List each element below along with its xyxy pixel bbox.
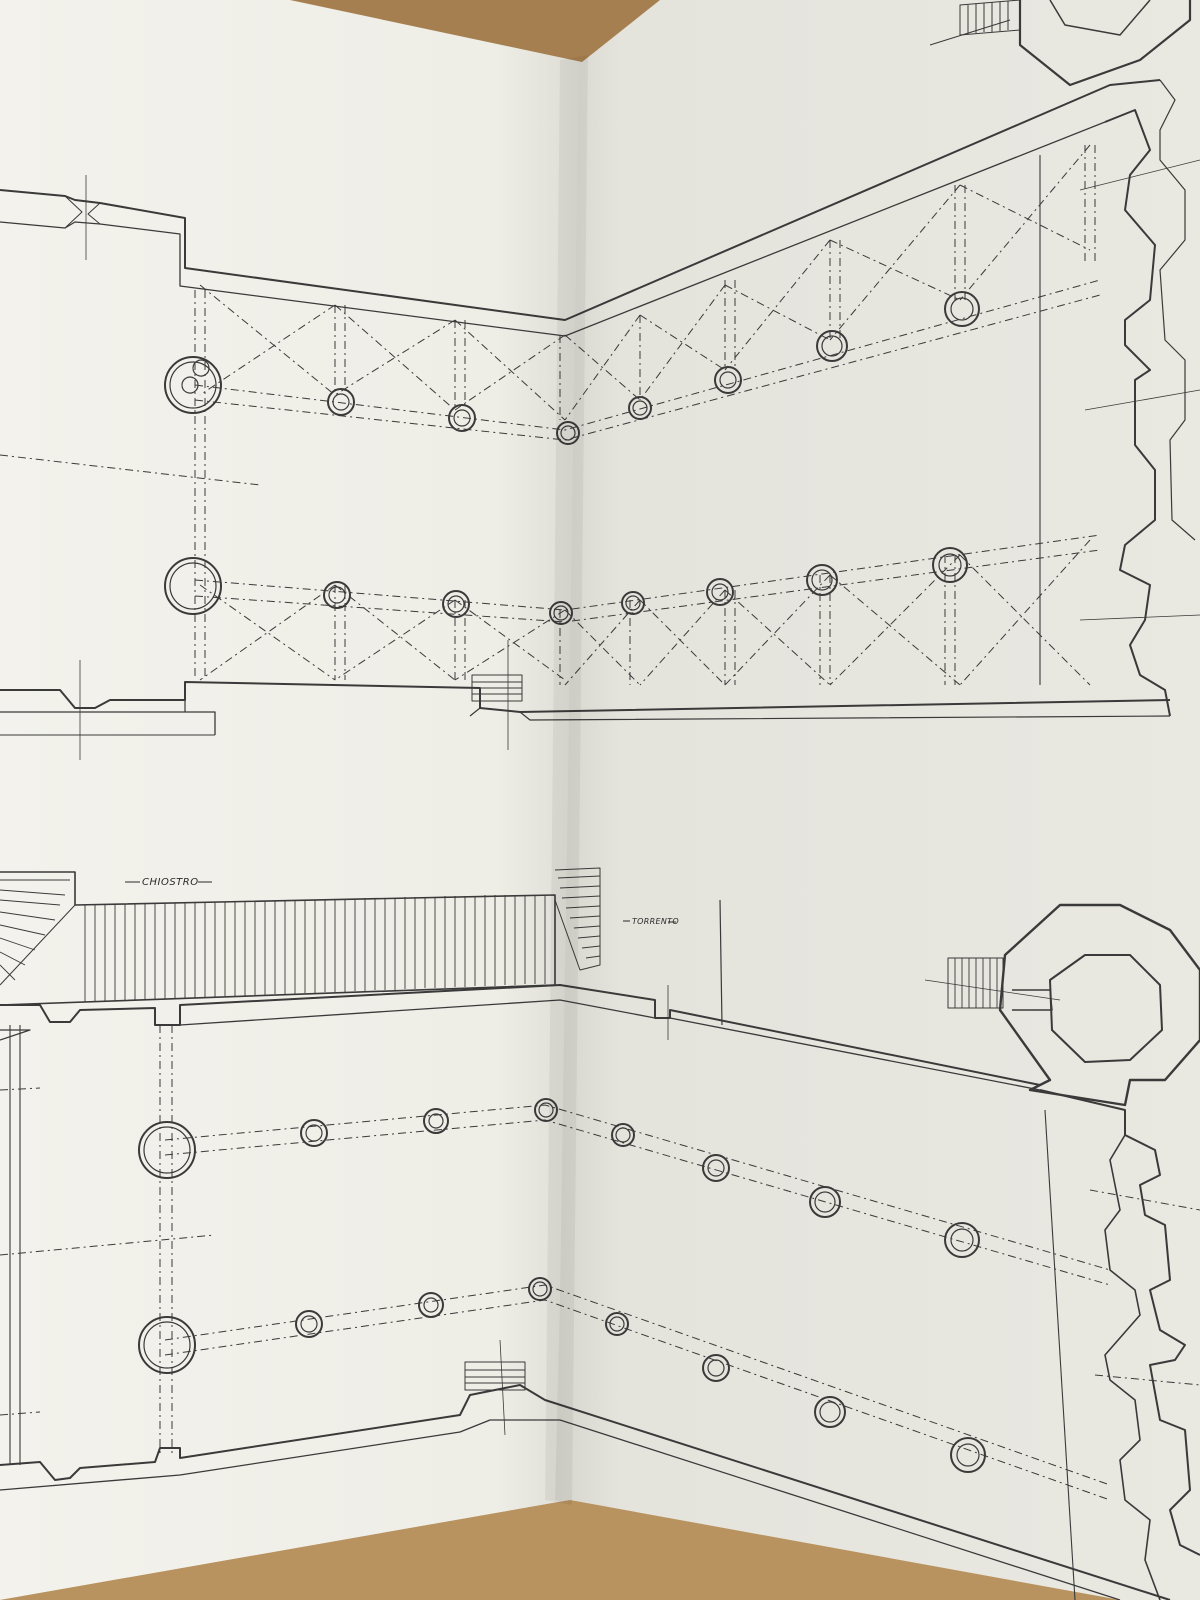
entrance-steps-lower [464,1361,526,1391]
right-page [555,0,1200,1600]
octagon-tower [924,903,1200,1107]
octagon-columns [323,291,980,625]
cloister-hatching [0,871,556,1006]
quatrefoil-piers [164,356,222,615]
lower-plan [0,867,1200,1600]
quatrefoil-piers-lower [138,1121,196,1374]
octagon-columns-lower [295,1098,986,1473]
upper-plan [0,0,1200,760]
torrente-label: TORRENTO [623,917,679,926]
spine-shadow [545,55,588,1505]
left-page [0,0,585,1600]
entrance-steps-upper [471,674,523,702]
octagon-tower-top [1018,0,1192,87]
chiostro-label-text: CHIOSTRO [142,877,199,888]
chiostro-label: CHIOSTRO [125,877,212,888]
table-bottom [0,1500,1120,1600]
stair-spine [554,867,601,971]
table-gap [290,0,660,62]
torrente-label-text: TORRENTO [632,917,679,926]
